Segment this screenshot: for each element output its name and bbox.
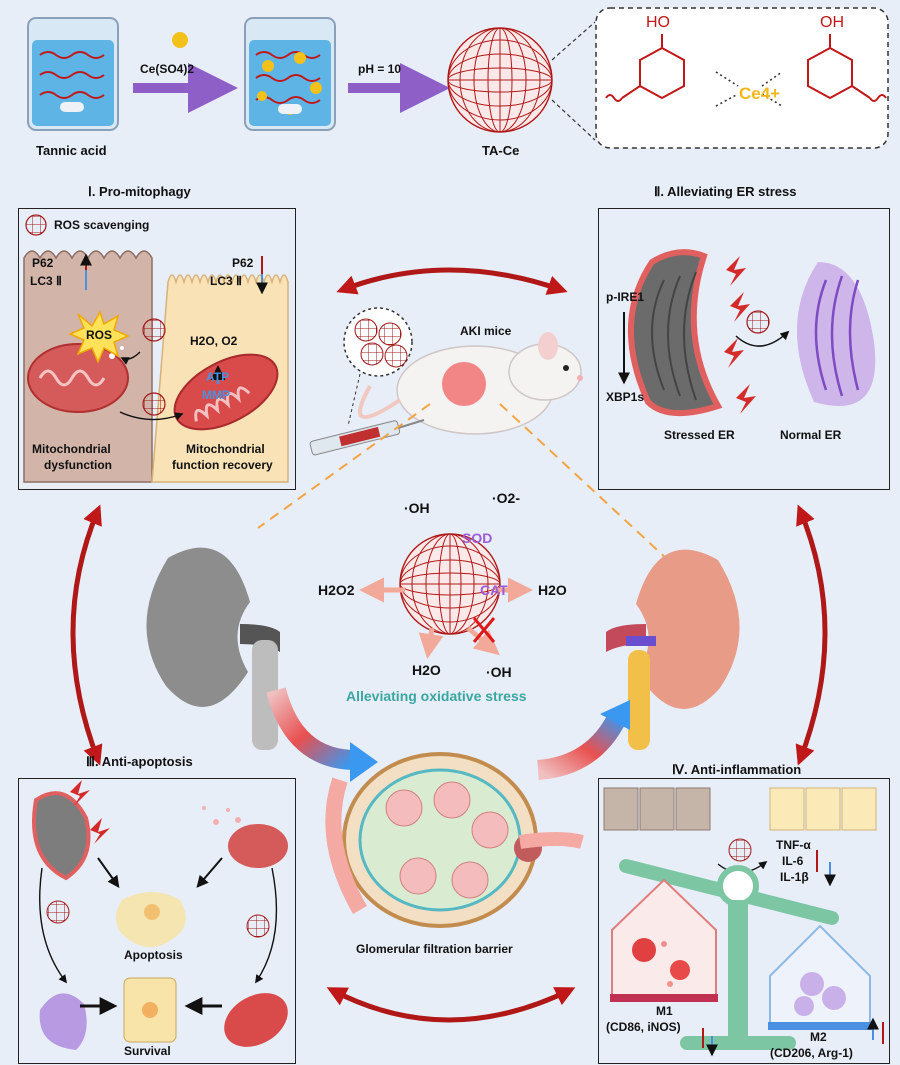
panel3-graphics <box>32 780 288 1050</box>
ros-label: ROS <box>86 328 113 342</box>
panel3-title: Ⅲ. Anti-apoptosis <box>86 754 193 769</box>
mito-recovery-2: function recovery <box>172 458 273 472</box>
hydroxyl-left: HO <box>646 14 670 31</box>
mmp-label: MMP <box>202 388 230 402</box>
reagent-label: Ce(SO4)2 <box>140 62 195 76</box>
aki-mouse <box>358 332 583 435</box>
h2o-right-label: H2O <box>538 582 567 598</box>
glomerulus <box>325 752 584 928</box>
ce-ion-dot <box>172 32 188 48</box>
superoxide-label: ·O2- <box>492 490 520 506</box>
ta-ce-sphere-center <box>399 533 501 635</box>
panel4-title: Ⅳ. Anti-inflammation <box>672 762 802 777</box>
ta-ce-label: TA-Ce <box>482 143 520 158</box>
mito-dysfunction-2: dysfunction <box>44 458 112 472</box>
structure-box <box>595 7 889 149</box>
chem-structure <box>605 34 887 102</box>
gradient-arrow-left <box>266 687 357 770</box>
cat-label: CAT <box>480 582 508 598</box>
panel2-er <box>618 249 876 417</box>
tannic-acid-label: Tannic acid <box>36 143 107 158</box>
aki-mice-label: AKI mice <box>460 324 512 338</box>
syringe <box>309 419 425 456</box>
panel-anti-inflammation <box>598 778 890 1064</box>
m1-markers: (CD86, iNOS) <box>606 1020 681 1034</box>
oxidative-stress-caption: Alleviating oxidative stress <box>346 688 527 704</box>
sod-label: SOD <box>462 530 493 546</box>
panel-anti-apoptosis <box>18 778 296 1064</box>
h2o-o2-label: H2O, O2 <box>190 334 238 348</box>
cycle-arrow-bottom <box>326 987 576 1023</box>
apoptosis-label: Apoptosis <box>124 948 183 962</box>
il1b-label: IL-1β <box>780 870 809 884</box>
tnf-label: TNF-α <box>776 838 811 852</box>
xbp1s-label: XBP1s <box>606 390 645 404</box>
lc3-left: LC3 Ⅱ <box>30 274 62 288</box>
il6-label: IL-6 <box>782 854 804 868</box>
cycle-arrow-left <box>70 504 103 766</box>
panel-pro-mitophagy <box>18 208 296 490</box>
mito-dysfunction-1: Mitochondrial <box>32 442 111 456</box>
panel-er-stress <box>598 208 890 490</box>
kidney-left <box>146 547 280 750</box>
glomerular-barrier-caption: Glomerular filtration barrier <box>356 942 513 956</box>
h2o2-label: H2O2 <box>318 582 355 598</box>
hydroxyl-radical-bottom: ·OH <box>486 664 512 680</box>
m1-label: M1 <box>656 1004 673 1018</box>
h2o-bottom-label: H2O <box>412 662 441 678</box>
panel1-title: Ⅰ. Pro-mitophagy <box>88 184 191 199</box>
kidney-right <box>606 549 740 750</box>
m2-label: M2 <box>810 1030 827 1044</box>
beaker-2 <box>244 17 336 131</box>
normal-er-label: Normal ER <box>780 428 842 442</box>
p62-left: P62 <box>32 256 54 270</box>
cycle-arrow-top <box>336 267 568 295</box>
ros-scavenging-legend: ROS scavenging <box>54 218 150 232</box>
mito-recovery-1: Mitochondrial <box>186 442 265 456</box>
lc3-right: LC3 Ⅱ <box>210 274 242 288</box>
ta-ce-sphere-top <box>447 27 553 133</box>
panel4-graphics <box>603 787 884 1057</box>
m2-markers: (CD206, Arg-1) <box>770 1046 853 1060</box>
panel2-title: Ⅱ. Alleviating ER stress <box>654 184 797 199</box>
ce-ion-label: Ce4+ <box>739 84 781 103</box>
condition-label: pH = 10 <box>358 62 402 76</box>
panel1-cells <box>23 214 289 483</box>
pire1-label: p-IRE1 <box>606 290 645 304</box>
gradient-arrow-right <box>536 711 628 780</box>
cycle-arrow-right <box>795 504 828 766</box>
atp-label: ATP <box>206 370 230 384</box>
beaker-1 <box>27 17 119 131</box>
hydroxyl-radical-top: ·OH <box>404 500 430 516</box>
survival-label: Survival <box>124 1044 171 1058</box>
stressed-er-label: Stressed ER <box>664 428 735 442</box>
hydroxyl-right: OH <box>820 14 844 31</box>
p62-right: P62 <box>232 256 254 270</box>
